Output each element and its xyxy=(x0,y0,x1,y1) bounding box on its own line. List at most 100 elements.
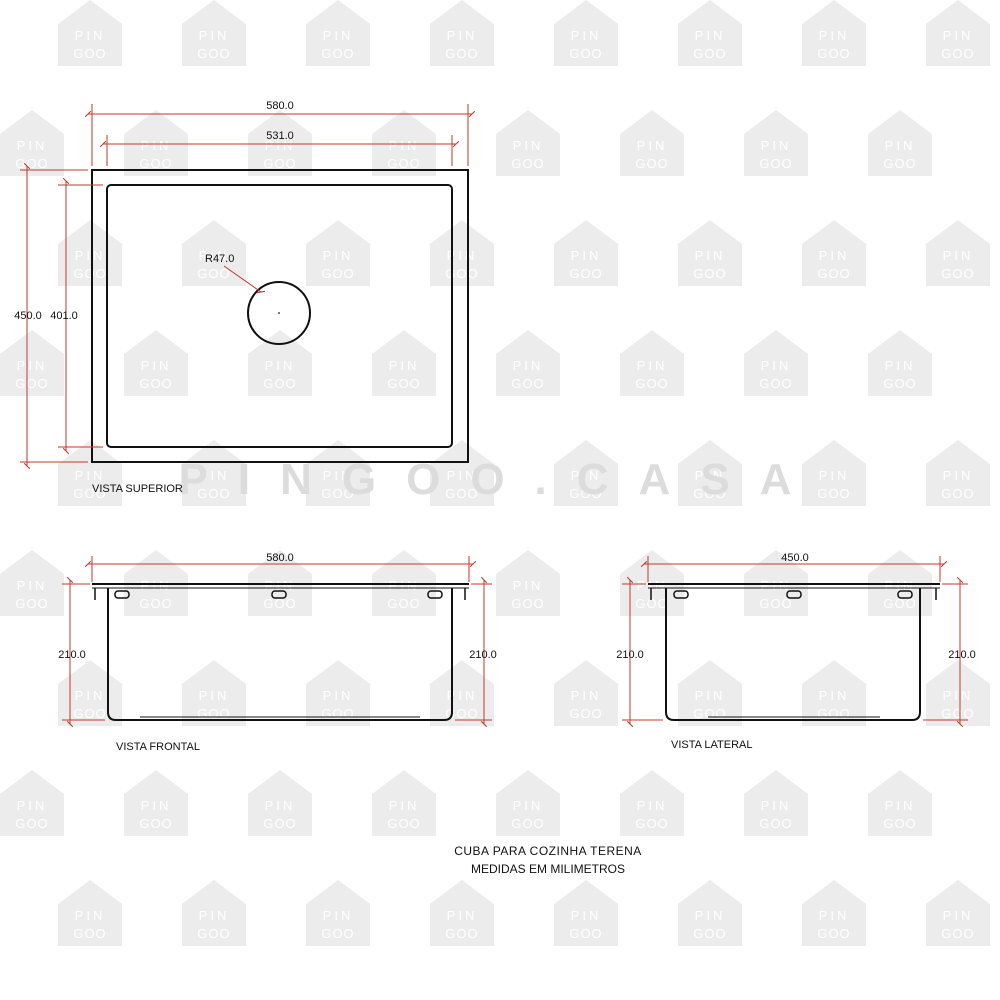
watermark-logo: PINGOO xyxy=(926,660,990,726)
drain-radius-label: R47.0 xyxy=(205,253,234,265)
dim-front-height-right-label: 210.0 xyxy=(469,649,497,661)
svg-text:PIN: PIN xyxy=(637,578,668,593)
watermark-logo: PINGOO xyxy=(620,770,684,836)
watermark-logo: PINGOO xyxy=(182,220,246,286)
svg-text:GOO: GOO xyxy=(693,266,726,281)
dim-front-height-left-label: 210.0 xyxy=(58,649,86,661)
svg-text:GOO: GOO xyxy=(15,376,48,391)
watermark-logo: PINGOO xyxy=(868,110,932,176)
svg-text:PIN: PIN xyxy=(323,468,354,483)
watermark-logo: PINGOO xyxy=(496,550,560,616)
svg-text:GOO: GOO xyxy=(817,706,850,721)
svg-text:PIN: PIN xyxy=(17,138,48,153)
svg-text:GOO: GOO xyxy=(511,376,544,391)
svg-text:PIN: PIN xyxy=(75,908,106,923)
drain-center-point xyxy=(278,312,280,314)
svg-text:PIN: PIN xyxy=(265,358,296,373)
svg-text:GOO: GOO xyxy=(569,266,602,281)
top-view-inner-bowl xyxy=(106,184,453,448)
svg-text:PIN: PIN xyxy=(389,578,420,593)
front-view-caption: VISTA FRONTAL xyxy=(116,741,200,753)
footer-subtitle: MEDIDAS EM MILIMETROS xyxy=(471,862,625,876)
svg-text:GOO: GOO xyxy=(635,376,668,391)
svg-text:PIN: PIN xyxy=(513,138,544,153)
svg-text:GOO: GOO xyxy=(263,816,296,831)
svg-text:PIN: PIN xyxy=(265,798,296,813)
svg-text:PIN: PIN xyxy=(389,138,420,153)
watermark-logo: PINGOO xyxy=(802,880,866,946)
svg-text:PIN: PIN xyxy=(447,908,478,923)
watermark-logo: PIN GOO xyxy=(496,110,560,176)
dim-side-height-left xyxy=(622,576,663,728)
svg-text:GOO: GOO xyxy=(387,156,420,171)
front-view: 580.0 210.0 210.0 VISTA FRONTAL xyxy=(58,552,497,753)
footer-title: CUBA PARA COZINHA TERENA xyxy=(454,844,642,858)
svg-text:PIN: PIN xyxy=(447,468,478,483)
watermark-logo: PIN GOO xyxy=(372,110,436,176)
watermark-logo: PINGOO xyxy=(802,0,866,66)
svg-text:PIN: PIN xyxy=(265,578,296,593)
watermark-logo: PINGOO xyxy=(620,330,684,396)
svg-text:GOO: GOO xyxy=(569,486,602,501)
svg-text:GOO: GOO xyxy=(511,156,544,171)
svg-text:PIN: PIN xyxy=(885,358,916,373)
dim-side-height-right xyxy=(923,576,968,728)
watermark-logo: PINGOO xyxy=(496,330,560,396)
dim-inner-depth xyxy=(58,177,103,455)
svg-text:GOO: GOO xyxy=(139,156,172,171)
svg-text:PIN: PIN xyxy=(199,28,230,43)
svg-text:PIN: PIN xyxy=(17,578,48,593)
svg-text:PIN: PIN xyxy=(571,688,602,703)
watermark-banner: PINGOO.CASA xyxy=(179,455,822,504)
drain-radius-leader xyxy=(223,265,265,294)
watermark-logo: PINGOO xyxy=(306,880,370,946)
svg-text:GOO: GOO xyxy=(445,46,478,61)
svg-text:GOO: GOO xyxy=(197,486,230,501)
watermark-pattern: PIN GOO PIN GOO PIN GOO PIN GOO PIN GOO PIN GOO PIN G… xyxy=(0,0,990,946)
svg-text:GOO: GOO xyxy=(321,46,354,61)
svg-text:PIN: PIN xyxy=(199,688,230,703)
svg-text:GOO: GOO xyxy=(635,816,668,831)
svg-text:GOO: GOO xyxy=(263,156,296,171)
svg-text:GOO: GOO xyxy=(759,156,792,171)
svg-text:GOO: GOO xyxy=(941,926,974,941)
svg-text:PIN: PIN xyxy=(761,578,792,593)
watermark-logo: PINGOO xyxy=(554,440,618,506)
svg-text:PIN: PIN xyxy=(323,248,354,263)
svg-text:GOO: GOO xyxy=(635,596,668,611)
watermark-logo: PINGOO xyxy=(430,880,494,946)
watermark-logo: PINGOO xyxy=(58,440,122,506)
watermark-logo: PINGOO xyxy=(554,0,618,66)
svg-text:GOO: GOO xyxy=(569,46,602,61)
svg-text:GOO: GOO xyxy=(387,816,420,831)
svg-text:PIN: PIN xyxy=(819,908,850,923)
svg-text:GOO: GOO xyxy=(511,816,544,831)
watermark-logo: PINGOO xyxy=(0,330,64,396)
watermark-logo: PINGOO xyxy=(554,660,618,726)
svg-text:GOO: GOO xyxy=(635,156,668,171)
svg-text:PIN: PIN xyxy=(761,358,792,373)
svg-text:GOO: GOO xyxy=(197,926,230,941)
svg-text:PIN: PIN xyxy=(885,138,916,153)
svg-text:PIN: PIN xyxy=(17,798,48,813)
svg-text:GOO: GOO xyxy=(445,486,478,501)
svg-text:PIN: PIN xyxy=(695,28,726,43)
svg-text:GOO: GOO xyxy=(73,266,106,281)
dim-front-height-right xyxy=(455,576,492,728)
svg-text:PIN: PIN xyxy=(943,248,974,263)
svg-text:PIN: PIN xyxy=(695,248,726,263)
watermark-logo: PINGOO xyxy=(124,110,188,176)
watermark-logo: PINGOO xyxy=(0,770,64,836)
watermark-logo: PINGOO xyxy=(372,330,436,396)
dim-outer-width-label: 580.0 xyxy=(266,100,294,112)
watermark-logo: PINGOO xyxy=(182,660,246,726)
svg-text:GOO: GOO xyxy=(321,706,354,721)
svg-text:GOO: GOO xyxy=(569,926,602,941)
svg-text:PIN: PIN xyxy=(761,798,792,813)
mounting-clip xyxy=(427,590,443,599)
watermark-logo: PINGOO xyxy=(306,660,370,726)
mounting-clip xyxy=(673,590,689,599)
svg-text:GOO: GOO xyxy=(759,376,792,391)
dim-front-width-label: 580.0 xyxy=(266,552,294,564)
svg-text:GOO: GOO xyxy=(941,706,974,721)
